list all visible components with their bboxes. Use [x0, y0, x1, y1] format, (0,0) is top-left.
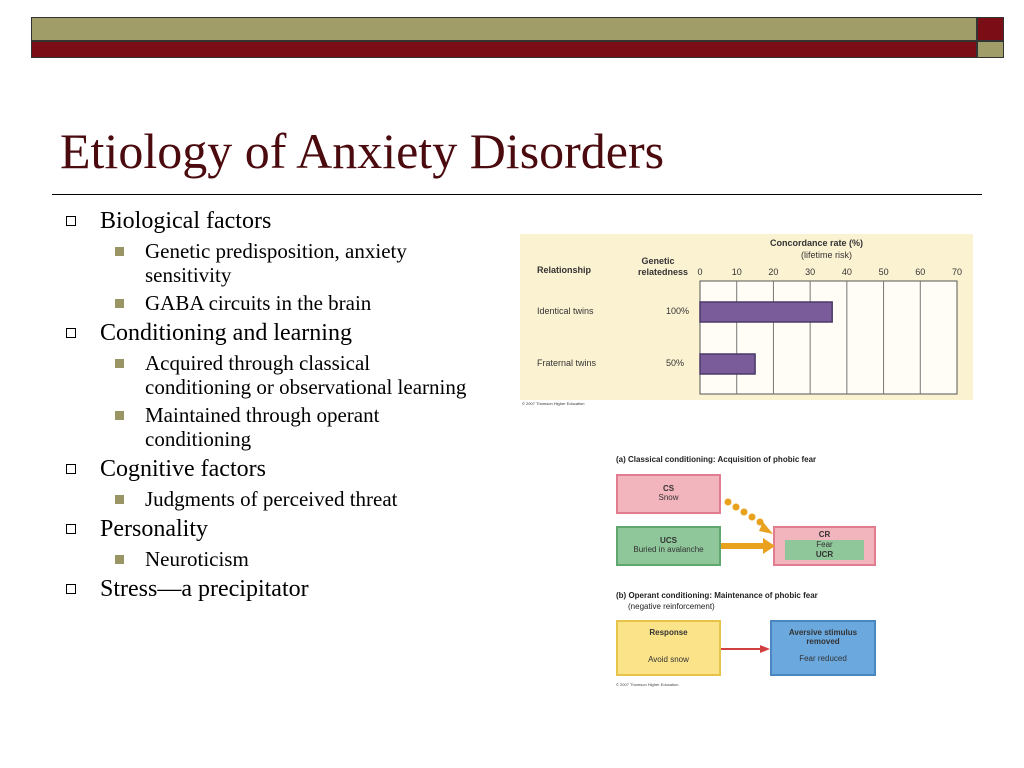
relationship-header: Relationship: [537, 265, 592, 275]
bullet-stress: Stress—a precipitator: [60, 575, 480, 603]
operant-arrowhead-icon: [760, 645, 770, 653]
bullet-list: Biological factors Genetic predispositio…: [60, 207, 480, 607]
slide-title: Etiology of Anxiety Disorders: [60, 123, 665, 179]
sub-bullet-text: Neuroticism: [145, 547, 249, 571]
bar: [699, 301, 833, 323]
plot-area: [699, 280, 958, 395]
diagram-arrows: [721, 498, 775, 653]
x-tick-label: 50: [879, 267, 889, 277]
corner-block-top: [977, 17, 1004, 41]
aversive-title: Aversive stimulus removed: [788, 628, 858, 646]
header-bar-olive: [31, 17, 977, 41]
chart-plot: 0 10 20 30 40 50 60 70: [697, 267, 962, 395]
sub-bullet: Neuroticism: [60, 547, 480, 571]
filled-square-bullet-icon: [115, 359, 124, 368]
x-tick-label: 70: [952, 267, 962, 277]
sub-bullet: Genetic predisposition, anxiety sensitiv…: [60, 239, 480, 287]
sub-bullet-text: Genetic predisposition, anxiety sensitiv…: [145, 239, 407, 287]
bullet-text: Conditioning and learning: [100, 320, 352, 346]
cs-subtitle: Snow: [658, 493, 679, 502]
diagram-copyright: © 2007 Thomson Higher Education: [616, 682, 679, 687]
hollow-square-bullet-icon: [66, 584, 76, 594]
bullet-conditioning: Conditioning and learning: [60, 319, 480, 347]
hollow-square-bullet-icon: [66, 216, 76, 226]
sub-bullet: Acquired through classical conditioning …: [60, 351, 480, 399]
solid-arrowhead-icon: [763, 538, 775, 554]
operant-subcaption: (negative reinforcement): [628, 602, 715, 611]
x-tick-label: 60: [915, 267, 925, 277]
header-bar-maroon: [31, 41, 977, 58]
classical-caption: (a) Classical conditioning: Acquisition …: [616, 455, 817, 464]
dotted-arrow-dot: [748, 513, 756, 521]
x-tick-label: 20: [768, 267, 778, 277]
bullet-biological: Biological factors: [60, 207, 480, 235]
conditioning-diagram: (a) Classical conditioning: Acquisition …: [610, 452, 890, 692]
ucr-label: UCR: [815, 550, 834, 559]
bullet-text: Biological factors: [100, 208, 272, 234]
bar: [699, 353, 756, 375]
sub-bullet-text: Acquired through classical conditioning …: [145, 351, 467, 399]
genetic-relatedness-header: Genetic relatedness: [638, 256, 689, 277]
corner-block-bottom: [977, 41, 1004, 58]
hollow-square-bullet-icon: [66, 464, 76, 474]
sub-bullet-text: GABA circuits in the brain: [145, 291, 372, 315]
sub-bullet-text: Maintained through operant conditioning: [145, 403, 380, 451]
aversive-subtitle: Fear reduced: [799, 654, 847, 663]
hollow-square-bullet-icon: [66, 524, 76, 534]
x-tick-label: 0: [697, 267, 702, 277]
hollow-square-bullet-icon: [66, 328, 76, 338]
filled-square-bullet-icon: [115, 555, 124, 564]
x-tick-label: 30: [805, 267, 815, 277]
chart-copyright: © 2007 Thomson Higher Education: [522, 401, 585, 406]
filled-square-bullet-icon: [115, 299, 124, 308]
response-subtitle: Avoid snow: [648, 655, 689, 664]
sub-bullet: Judgments of perceived threat: [60, 487, 480, 511]
chart-title: Concordance rate (%): [770, 238, 864, 248]
x-tick-label: 40: [842, 267, 852, 277]
sub-bullet: GABA circuits in the brain: [60, 291, 480, 315]
ucs-title: UCS: [660, 536, 677, 545]
bullet-text: Personality: [100, 516, 208, 542]
title-divider: [52, 194, 982, 195]
filled-square-bullet-icon: [115, 411, 124, 420]
relatedness-value: 50%: [666, 358, 685, 368]
bullet-cognitive: Cognitive factors: [60, 455, 480, 483]
dotted-arrow-dot: [756, 518, 764, 526]
bullet-text: Cognitive factors: [100, 456, 266, 482]
dotted-arrowhead-icon: [759, 522, 773, 534]
cs-box: CS Snow: [616, 474, 721, 514]
category-label: Identical twins: [537, 306, 594, 316]
chart-subtitle: (lifetime risk): [801, 250, 852, 260]
sub-bullet-text: Judgments of perceived threat: [145, 487, 398, 511]
dotted-arrow-dot: [732, 503, 740, 511]
filled-square-bullet-icon: [115, 247, 124, 256]
dotted-arrow-dot: [724, 498, 732, 506]
response-box: Response Avoid snow: [616, 620, 721, 676]
cr-box: CR Fear UCR: [773, 526, 876, 566]
operant-caption: (b) Operant conditioning: Maintenance of…: [616, 591, 818, 600]
x-tick-label: 10: [732, 267, 742, 277]
ucs-box: UCS Buried in avalanche: [616, 526, 721, 566]
concordance-chart: Concordance rate (%) (lifetime risk) Rel…: [520, 234, 973, 400]
filled-square-bullet-icon: [115, 495, 124, 504]
ucs-subtitle: Buried in avalanche: [633, 545, 704, 554]
bullet-personality: Personality: [60, 515, 480, 543]
aversive-box: Aversive stimulus removed Fear reduced: [770, 620, 876, 676]
response-title: Response: [649, 628, 688, 637]
relatedness-value: 100%: [666, 306, 690, 316]
bullet-text: Stress—a precipitator: [100, 576, 309, 602]
cr-inner-box: Fear UCR: [785, 540, 864, 560]
cr-title: CR: [818, 530, 831, 539]
dotted-arrow-dot: [740, 508, 748, 516]
solid-arrow-shaft: [721, 543, 763, 549]
category-label: Fraternal twins: [537, 358, 597, 368]
cs-title: CS: [662, 484, 675, 493]
cr-fear-label: Fear: [816, 540, 833, 549]
sub-bullet: Maintained through operant conditioning: [60, 403, 480, 451]
